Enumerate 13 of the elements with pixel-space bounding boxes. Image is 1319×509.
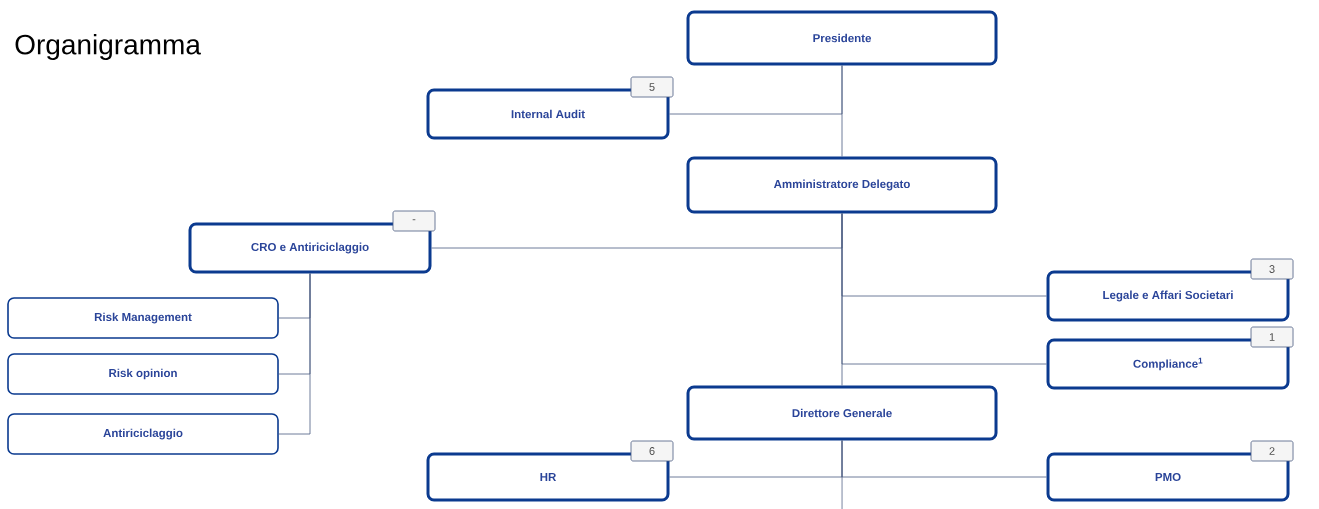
connector-line: [841, 65, 843, 157]
org-box: Risk Management: [7, 297, 279, 339]
org-box: CRO e Antiriciclaggio: [188, 222, 432, 274]
title: Organigramma: [15, 33, 201, 61]
connector-line: [841, 213, 843, 386]
org-box: Direttore Generale: [686, 385, 998, 441]
org-box: Amministratore Delegato: [686, 156, 998, 214]
connector-line: [278, 273, 311, 435]
badge-number: -: [392, 210, 436, 232]
org-box: Risk opinion: [7, 353, 279, 395]
org-box: Presidente: [686, 10, 998, 66]
org-box: Antiriciclaggio: [7, 413, 279, 455]
connector-line: [841, 440, 843, 509]
